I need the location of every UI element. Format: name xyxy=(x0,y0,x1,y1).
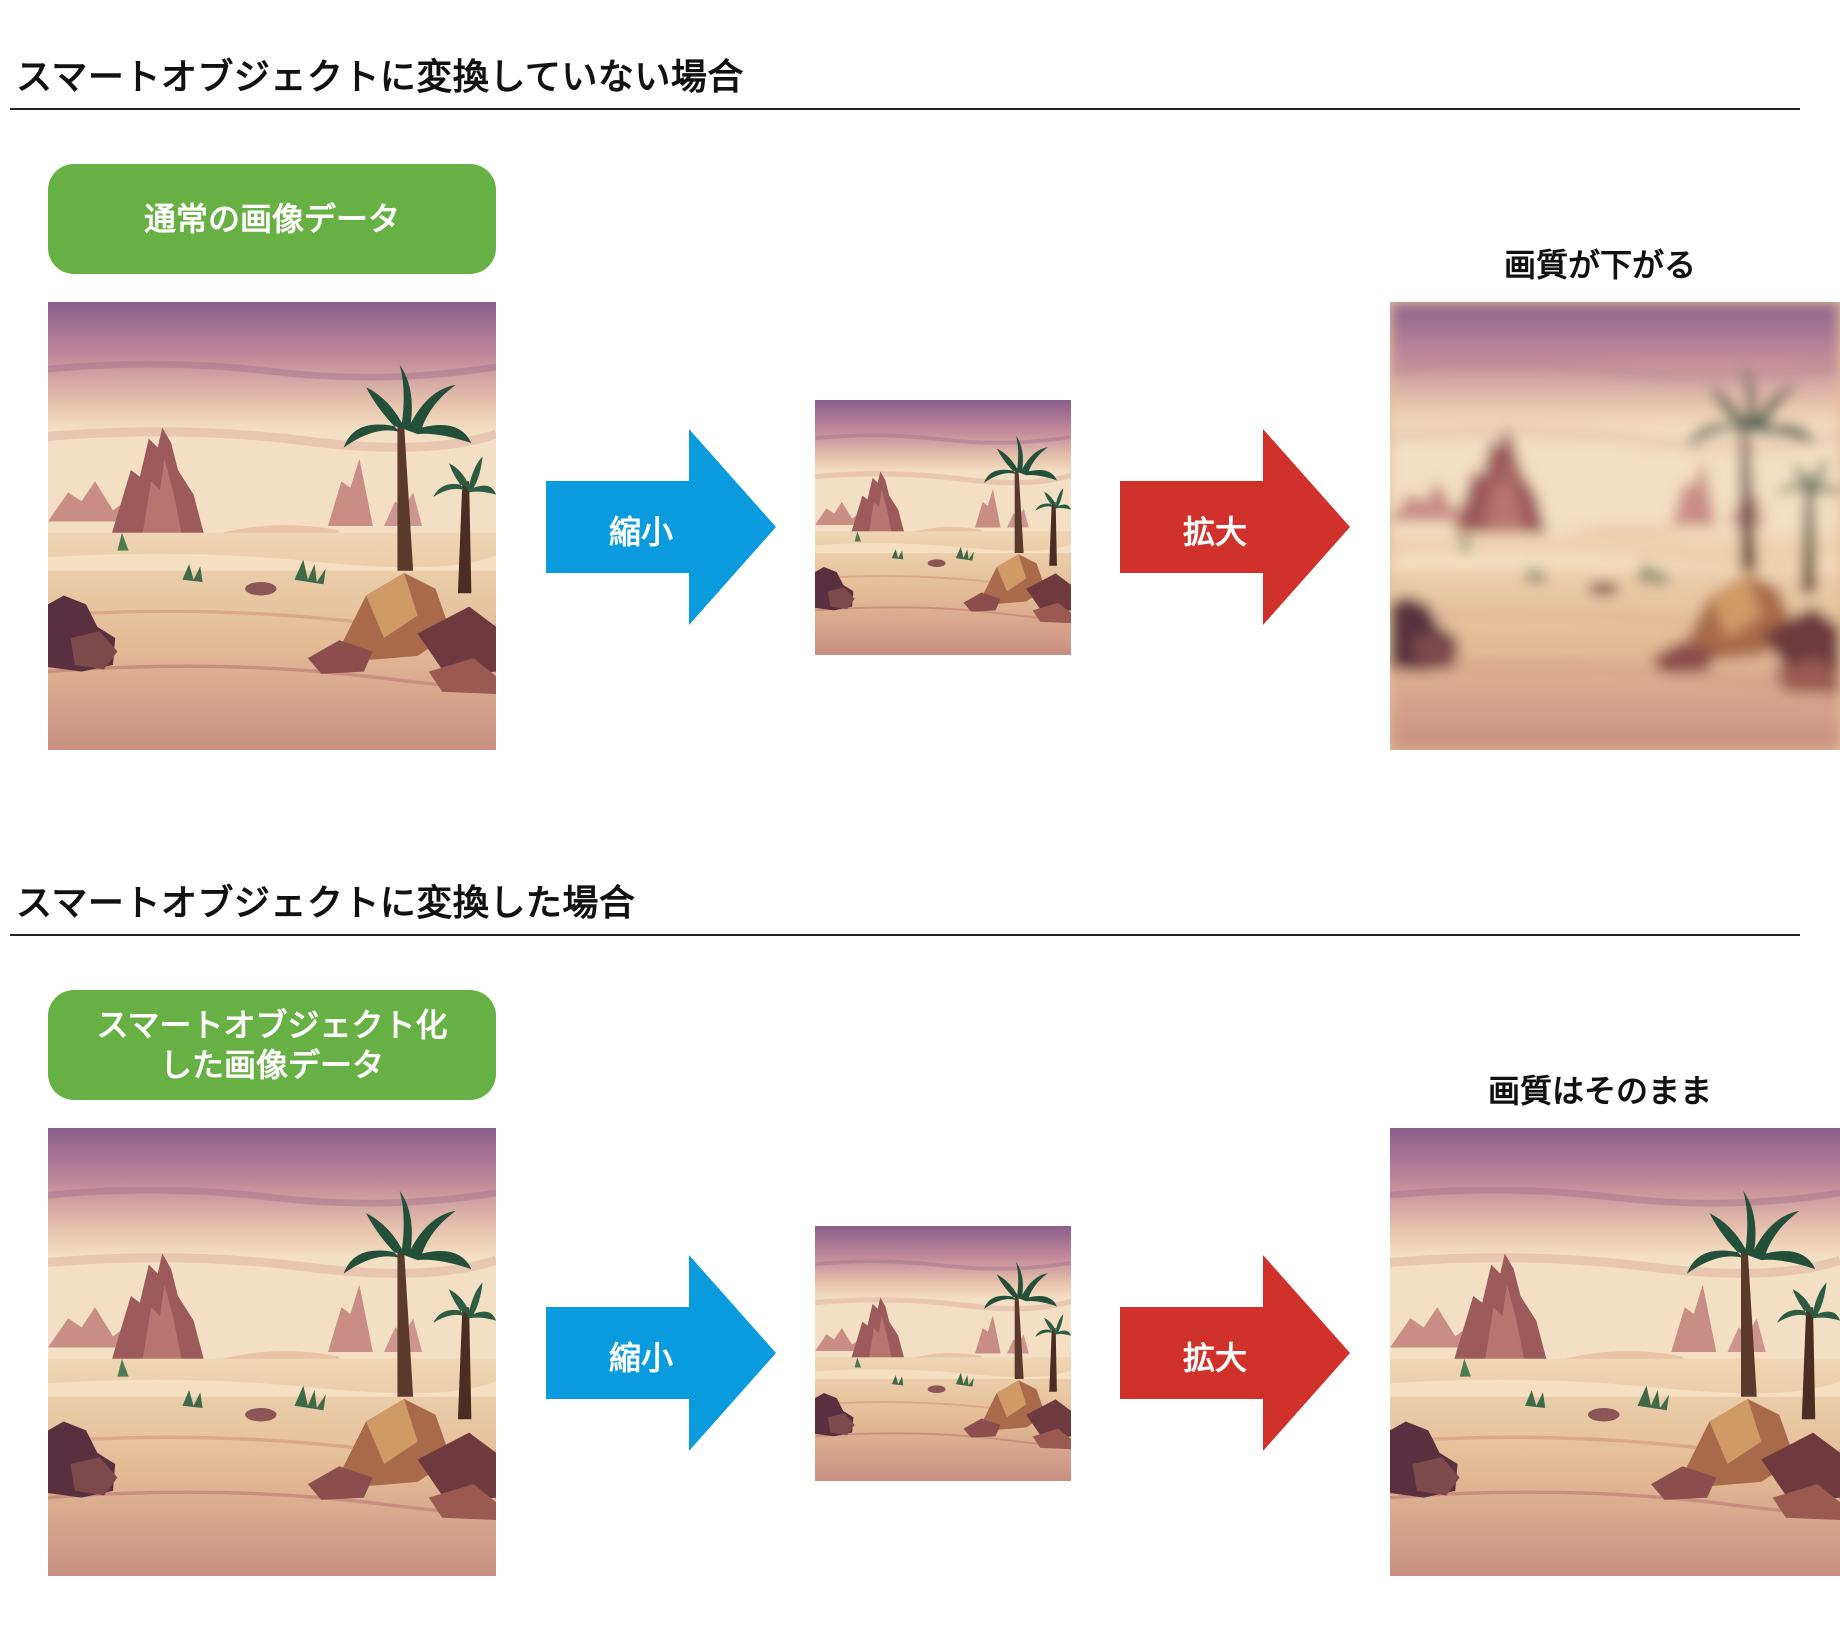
section-divider xyxy=(10,934,1800,936)
original-image xyxy=(48,302,496,750)
shrunk-image xyxy=(815,400,1071,655)
section-title: スマートオブジェクトに変換していない場合 xyxy=(16,57,744,98)
enlarge-arrow: 拡大 xyxy=(1120,429,1350,625)
result-caption: 画質が下がる xyxy=(1503,246,1696,284)
section-title: スマートオブジェクトに変換した場合 xyxy=(16,883,636,924)
smart-object-label-badge: スマートオブジェクト化 した画像データ xyxy=(48,990,496,1100)
shrink-arrow-shape xyxy=(546,1255,776,1451)
enlarge-arrow-shape xyxy=(1120,1255,1350,1451)
shrunk-image xyxy=(815,1226,1071,1481)
enlarge-arrow-shape xyxy=(1120,429,1350,625)
shrink-arrow-shape xyxy=(546,429,776,625)
section-divider xyxy=(10,108,1800,110)
label-line: した画像データ xyxy=(159,1046,384,1084)
enlarged-blurred-image xyxy=(1390,302,1840,750)
enlarged-sharp-image xyxy=(1390,1128,1840,1576)
original-image xyxy=(48,1128,496,1576)
original-label-badge: 通常の画像データ xyxy=(48,164,496,274)
shrink-arrow: 縮小 xyxy=(546,1255,776,1451)
enlarge-label: 拡大 xyxy=(1182,513,1247,551)
section-not-converted: スマートオブジェクトに変換していない場合 通常の画像データ 縮小 拡大 画質が下… xyxy=(0,0,1840,820)
shrink-label: 縮小 xyxy=(608,1339,673,1377)
result-caption: 画質はそのまま xyxy=(1487,1072,1712,1110)
shrink-arrow: 縮小 xyxy=(546,429,776,625)
label-line: スマートオブジェクト化 xyxy=(96,1006,448,1044)
enlarge-arrow: 拡大 xyxy=(1120,1255,1350,1451)
enlarge-label: 拡大 xyxy=(1182,1339,1247,1377)
label-line: 通常の画像データ xyxy=(143,200,400,238)
shrink-label: 縮小 xyxy=(608,513,673,551)
section-converted: スマートオブジェクトに変換した場合 スマートオブジェクト化 した画像データ 縮小… xyxy=(0,826,1840,1646)
